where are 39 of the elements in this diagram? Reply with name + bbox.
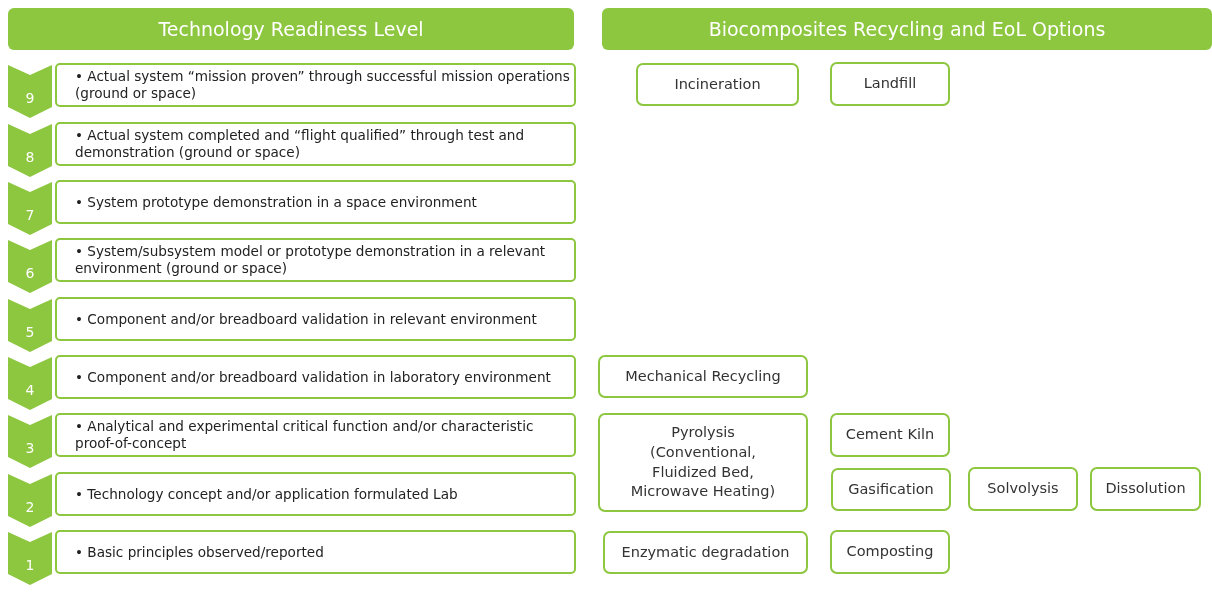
level-marker — [8, 474, 52, 527]
level-description-box: • Component and/or breadboard validation in laboratory environment — [55, 355, 576, 399]
level-description-box: • System prototype demonstration in a space environment — [55, 180, 576, 224]
level-marker — [8, 532, 52, 585]
level-marker — [8, 299, 52, 352]
level-description-box: • Actual system “mission proven” through successful mission operations (ground or space) — [55, 63, 576, 107]
level-marker — [8, 65, 52, 118]
level-marker — [8, 240, 52, 293]
option-box: Mechanical Recycling — [598, 355, 808, 398]
level-marker — [8, 124, 52, 177]
level-number: 7 — [24, 207, 36, 223]
option-box: Cement Kiln — [830, 413, 950, 457]
option-box: Pyrolysis (Conventional, Fluidized Bed, Microwave Heating) — [598, 413, 808, 512]
level-description-box: • Analytical and experimental critical function and/or characteristic proof-of-concept — [55, 413, 576, 457]
level-number: 3 — [24, 440, 36, 456]
level-number: 8 — [24, 149, 36, 165]
level-marker — [8, 415, 52, 468]
level-marker — [8, 357, 52, 410]
level-description-box: • Basic principles observed/reported — [55, 530, 576, 574]
level-marker — [8, 182, 52, 235]
level-number: 4 — [24, 382, 36, 398]
option-box: Landfill — [830, 62, 950, 106]
header-band: Technology Readiness Level — [8, 8, 574, 50]
option-box: Enzymatic degradation — [603, 531, 808, 574]
option-box: Composting — [830, 530, 950, 574]
level-number: 6 — [24, 265, 36, 281]
level-description-box: • Technology concept and/or application formulated Lab — [55, 472, 576, 516]
level-number: 2 — [24, 499, 36, 515]
option-box: Gasification — [831, 468, 951, 511]
option-box: Dissolution — [1090, 467, 1201, 511]
level-number: 5 — [24, 324, 36, 340]
level-description-box: • System/subsystem model or prototype demonstration in a relevant environment (ground or space) — [55, 238, 576, 282]
level-number: 9 — [24, 90, 36, 106]
level-number: 1 — [24, 557, 36, 573]
header-band: Biocomposites Recycling and EoL Options — [602, 8, 1212, 50]
option-box: Incineration — [636, 63, 799, 106]
level-description-box: • Component and/or breadboard validation in relevant environment — [55, 297, 576, 341]
option-box: Solvolysis — [968, 467, 1078, 511]
level-description-box: • Actual system completed and “flight qualified” through test and demonstration (ground or space) — [55, 122, 576, 166]
